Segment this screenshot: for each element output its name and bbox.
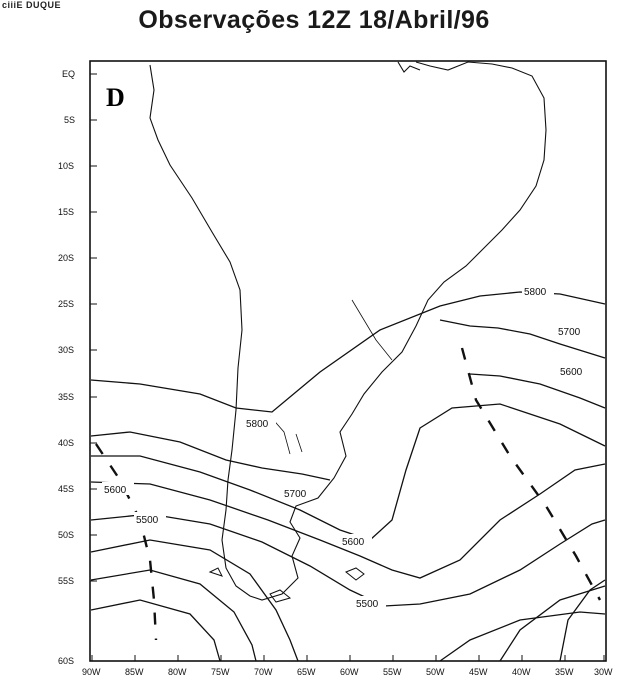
lon-tick-label: 65W [297, 667, 316, 677]
lon-tick-label: 75W [211, 667, 230, 677]
lat-tick-label: 55S [58, 576, 74, 586]
contour-5300 [90, 569, 257, 662]
contour-south-east-1 [559, 579, 606, 662]
lat-axis: EQ 5S 10S 15S 20S 25S 30S 35S 40S 45S 50… [58, 69, 97, 666]
lat-tick-label: 5S [64, 115, 75, 125]
lon-tick-label: 35W [555, 667, 574, 677]
lat-tick-label: 35S [58, 392, 74, 402]
lat-tick-label: 45S [58, 484, 74, 494]
lat-tick-label: 25S [58, 299, 74, 309]
panel-label: D [106, 83, 125, 112]
lat-tick-label: 60S [58, 656, 74, 666]
trough-axis-west [95, 443, 158, 641]
lon-tick-label: 45W [469, 667, 488, 677]
contour-5800-north [90, 291, 606, 413]
contour-5700 [91, 403, 606, 541]
island-outline [208, 567, 365, 603]
lon-tick-label: 80W [168, 667, 187, 677]
lat-tick-label: 40S [58, 438, 74, 448]
lat-tick-label: 50S [58, 530, 74, 540]
lat-tick-label: 30S [58, 345, 74, 355]
contour-south-east-3 [439, 611, 606, 662]
contour-5800 [90, 431, 331, 481]
map-title: Observações 12Z 18/Abril/96 [138, 6, 490, 34]
contour-label: 5500 [356, 599, 379, 610]
contour-label: 5500 [136, 515, 159, 526]
contour-labels: 5800 5700 5600 5800 5700 5600 5500 5600 … [102, 284, 590, 610]
contour-south-east-2 [499, 585, 606, 662]
contour-5700-north [439, 319, 606, 359]
lon-tick-label: 30W [594, 667, 613, 677]
contour-label: 5800 [524, 287, 547, 298]
river-line [269, 299, 393, 455]
lon-tick-label: 90W [82, 667, 101, 677]
contour-5400 [90, 539, 299, 662]
lon-tick-label: 50W [426, 667, 445, 677]
contours [90, 291, 606, 662]
lon-axis: 90W 85W 80W 75W 70W 65W 60W 55W 50W 45W … [82, 655, 613, 677]
lon-tick-label: 85W [125, 667, 144, 677]
contour-5600 [90, 463, 606, 579]
lat-tick-label: 20S [58, 253, 74, 263]
lon-tick-label: 60W [340, 667, 359, 677]
contour-5200 [90, 599, 221, 662]
lon-tick-label: 55W [383, 667, 402, 677]
contour-5600-north [469, 373, 606, 409]
coastline-north [397, 61, 421, 73]
contour-label: 5600 [104, 485, 127, 496]
lat-tick-label: 10S [58, 161, 74, 171]
map-frame [89, 60, 607, 662]
trough-axes [95, 347, 602, 641]
lat-tick-label: EQ [62, 69, 75, 79]
lat-tick-label: 15S [58, 207, 74, 217]
contour-5500 [90, 513, 606, 607]
coastline-south-america [149, 61, 547, 601]
contour-label: 5600 [560, 367, 583, 378]
contour-label: 5800 [246, 419, 269, 430]
lon-tick-label: 40W [512, 667, 531, 677]
contour-label: 5700 [284, 489, 307, 500]
contour-label: 5600 [342, 537, 365, 548]
contour-label: 5700 [558, 327, 581, 338]
lon-tick-label: 70W [254, 667, 273, 677]
corner-mark: ciiiE DUQUE [2, 0, 62, 10]
